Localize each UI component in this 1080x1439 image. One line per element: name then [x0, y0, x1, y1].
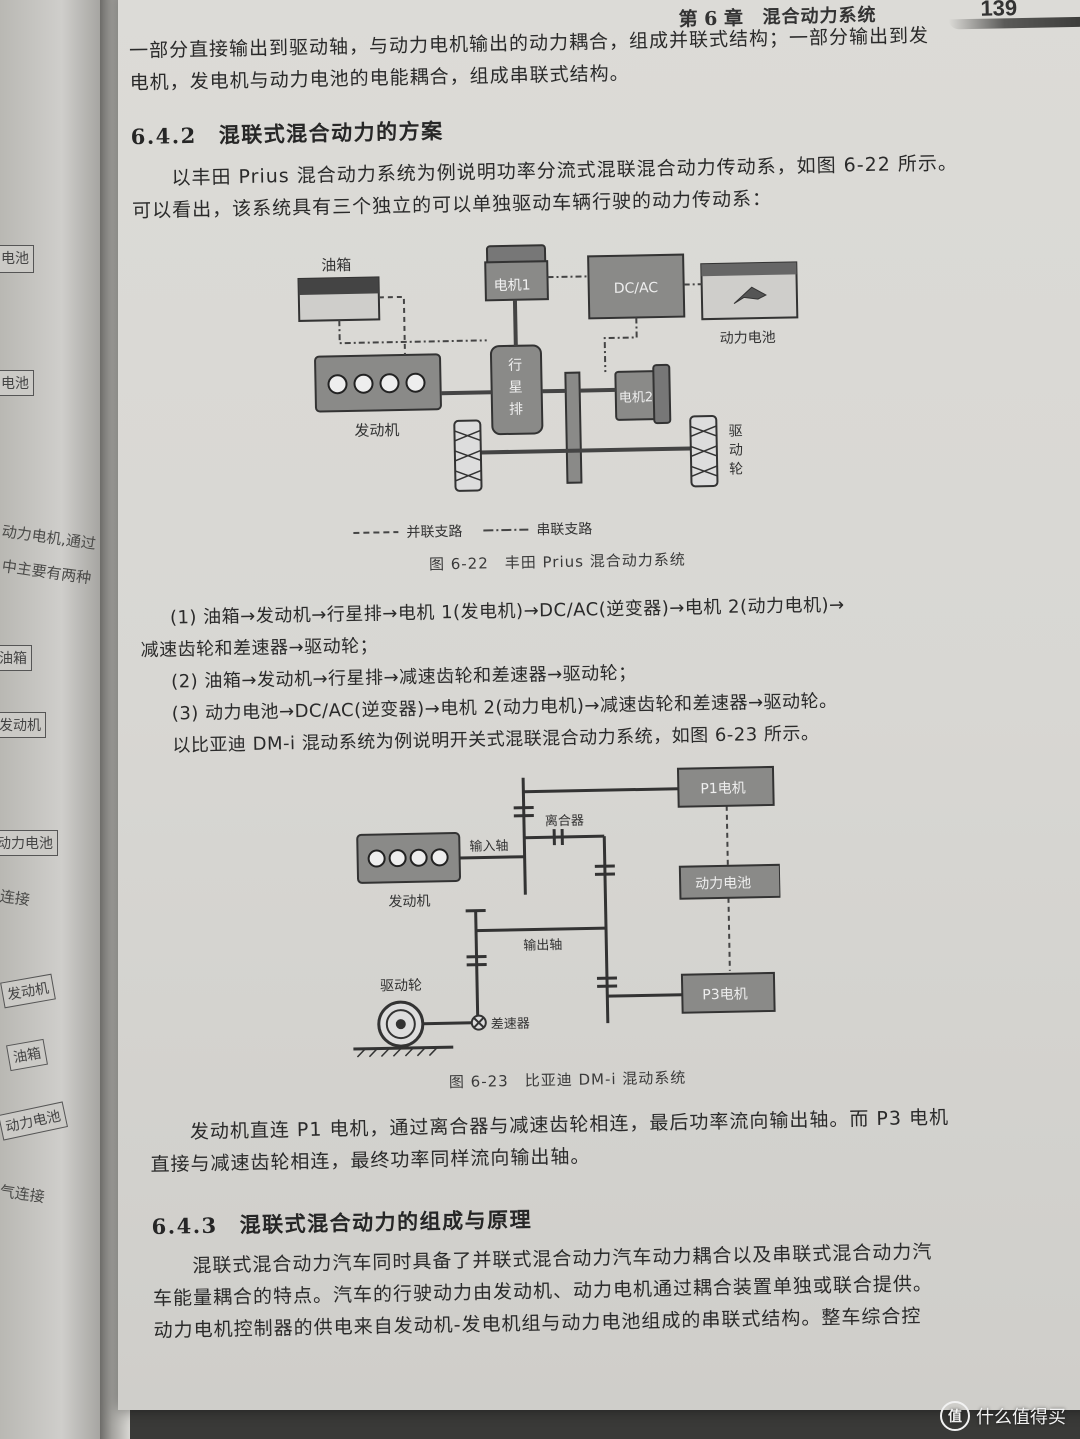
electric-links — [725, 805, 731, 971]
left-fragment-text: 气连接 — [0, 1182, 46, 1207]
path-list-item: (1) 油箱→发动机→行星排→电机 1(发电机)→DC/AC(逆变器)→电机 2… — [169, 594, 845, 629]
section-number: 6.4.3 — [151, 1212, 218, 1239]
parallel-paths — [378, 295, 406, 355]
watermark-logo-icon: 值 — [940, 1401, 970, 1431]
drive-wheel-icon — [353, 1000, 454, 1058]
right-wheel — [689, 415, 719, 488]
planetary-label-char: 星 — [508, 380, 522, 396]
motor1-box — [484, 244, 549, 302]
dmi-explanation-paragraph: 发动机直连 P1 电机，通过离合器与减速齿轮相连，最后功率流向输出轴。而 P3 … — [150, 1101, 1001, 1181]
section-heading-642: 6.4.2 混联式混合动力的方案 — [130, 115, 443, 151]
dcac-label: DC/AC — [614, 280, 659, 297]
left-fragment-text: 中主要有两种 — [0, 557, 93, 588]
p1-motor-box — [676, 765, 775, 808]
left-fragment-box: 动力电池 — [0, 830, 58, 856]
battery-label: 动力电池 — [720, 330, 776, 347]
left-fragment-box: 电池 — [0, 245, 34, 273]
planetary-label-char: 排 — [509, 402, 523, 418]
section-heading-643: 6.4.3 混联式混合动力的组成与原理 — [151, 1204, 532, 1241]
gear-shafts — [422, 777, 683, 1026]
drive-wheel-label-char: 驱 — [728, 423, 742, 439]
p3-motor-box — [680, 971, 776, 1014]
engine-label: 发动机 — [388, 894, 430, 911]
differential-icon — [470, 1014, 487, 1031]
motor2-box — [614, 363, 672, 425]
figure-6-23-diagram: P1电机 发动机 输入轴 离合器 动力电池 输出轴 P3电机 — [353, 765, 782, 1058]
output-shaft-label: 输出轴 — [523, 937, 562, 954]
section-title: 混联式混合动力的方案 — [218, 119, 444, 148]
fuel-tank-box — [297, 276, 381, 322]
left-page-edge: 动力电机,通过 中主要有两种 油箱 发动机 动力电池 连接 发动机 油箱 动力电… — [0, 0, 112, 1439]
clutch-label: 离合器 — [545, 813, 584, 830]
p1-label: P1电机 — [700, 780, 746, 797]
left-wheel — [453, 419, 483, 492]
left-fragment-text: 连接 — [0, 887, 31, 910]
section-642-paragraph: 以丰田 Prius 混合动力系统为例说明功率分流式混联混合动力传动系，如图 6-… — [131, 147, 982, 227]
battery-box — [700, 261, 799, 321]
drive-wheel-label: 驱动轮 — [380, 978, 422, 995]
page-content: 第 6 章 混合动力系统 139 一部分直接输出到驱动轴，与动力电机输出的动力耦… — [118, 0, 1080, 1419]
battery-box — [678, 863, 782, 900]
left-fragment-text: 动力电机,通过 — [0, 522, 98, 554]
series-paths — [338, 275, 702, 373]
input-shaft-label: 输入轴 — [469, 838, 508, 855]
legend-series-label: 串联支路 — [536, 521, 592, 538]
motor1-label: 电机1 — [494, 277, 531, 294]
left-fragment-box: 油箱 — [6, 1038, 48, 1072]
section-title: 混联式混合动力的组成与原理 — [239, 1207, 533, 1238]
p3-label: P3电机 — [702, 986, 748, 1003]
planetary-label-char: 行 — [508, 358, 522, 374]
fuel-tank-label: 油箱 — [321, 256, 351, 275]
engine-box — [356, 832, 462, 884]
figure-6-22-diagram: 油箱 电机1 DC/AC 动力电池 — [297, 244, 799, 541]
engine-label: 发动机 — [354, 421, 399, 440]
left-fragment-box: 发动机 — [0, 973, 56, 1009]
section-643-paragraph: 混联式混合动力汽车同时具备了并联式混合动力汽车动力耦合以及串联式混合动力汽 车能… — [152, 1235, 1004, 1347]
differential-label: 差速器 — [491, 1017, 530, 1033]
left-fragment-box: 电池 — [0, 370, 34, 396]
section-number: 6.4.2 — [130, 122, 197, 150]
site-watermark: 值 什么值得买 — [940, 1401, 1066, 1431]
gear-teeth — [465, 806, 618, 988]
watermark-text: 什么值得买 — [976, 1407, 1066, 1428]
left-fragment-box: 动力电池 — [0, 1101, 68, 1141]
engine-box — [314, 353, 442, 413]
figure-622-legend: 并联支路 串联支路 — [353, 521, 593, 541]
left-fragment-box: 发动机 — [0, 712, 46, 738]
drive-wheel-label-char: 轮 — [729, 461, 743, 477]
reduction-gear-shaft — [564, 371, 583, 484]
mechanical-links — [440, 299, 697, 455]
figure-623-caption: 图 6-23 比亚迪 DM-i 混动系统 — [448, 1068, 687, 1092]
drive-wheel-label-char: 动 — [729, 442, 743, 458]
intro-paragraph: 一部分直接输出到驱动轴，与动力电机输出的动力耦合，组成并联式结构；一部分输出到发… — [129, 19, 980, 99]
left-fragment-box: 油箱 — [0, 645, 32, 671]
motor2-label: 电机2 — [619, 390, 654, 406]
path-list-item: 减速齿轮和差速器→驱动轮； — [140, 635, 379, 662]
book-page: 第 6 章 混合动力系统 139 一部分直接输出到驱动轴，与动力电机输出的动力耦… — [118, 0, 1080, 1410]
battery-label: 动力电池 — [695, 875, 751, 892]
legend-parallel-label: 并联支路 — [406, 524, 462, 541]
